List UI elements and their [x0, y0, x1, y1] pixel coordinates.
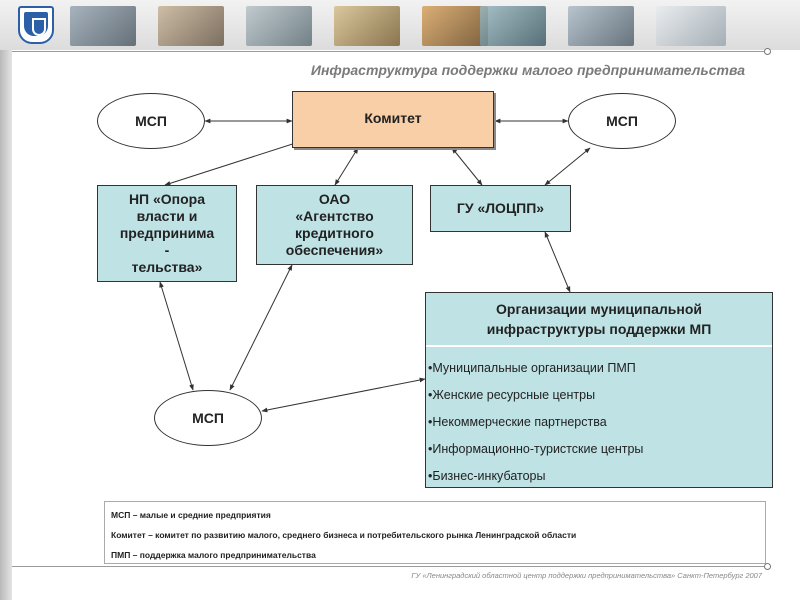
banner-photo-documents — [246, 6, 312, 46]
arrow-np-msp-bottom — [159, 281, 194, 391]
banner-photo-keyboard — [568, 6, 634, 46]
banner-photo-chart — [656, 6, 726, 46]
footer-caption: ГУ «Ленинградский областной центр поддер… — [411, 571, 762, 580]
msp-node-left: МСП — [97, 93, 205, 149]
msp-node-right: МСП — [568, 93, 676, 149]
legend-box: МСП – малые и средние предприятия Комите… — [104, 501, 766, 564]
footer-divider-dot — [764, 563, 771, 570]
legend-line-pmp: ПМП – поддержка малого предпринимательст… — [111, 550, 316, 560]
header-divider — [12, 51, 764, 52]
page-title: Инфраструктура поддержки малого предприн… — [310, 62, 745, 78]
arrow-committee-np — [164, 139, 306, 186]
arrow-oao-msp-bottom — [229, 264, 293, 391]
header-divider-dot — [764, 48, 771, 55]
left-stripe — [0, 0, 12, 600]
municipal-list-item: •Некоммерческие партнерства — [428, 415, 607, 429]
municipal-infrastructure-node: Организации муниципальной инфраструктуры… — [425, 292, 773, 488]
municipal-list: •Муниципальные организации ПМП •Женские … — [426, 347, 772, 490]
arrow-msp-right-gu — [544, 147, 591, 186]
municipal-list-item: •Женские ресурсные центры — [428, 388, 596, 402]
arrow-gu-municipal — [544, 231, 571, 293]
committee-node: Комитет — [292, 91, 494, 148]
header-banner — [0, 0, 800, 50]
banner-photo-globe — [422, 6, 488, 46]
banner-photo-handshake — [158, 6, 224, 46]
legend-line-committee: Комитет – комитет по развитию малого, ср… — [111, 530, 577, 540]
banner-photo-umbrella — [70, 6, 136, 46]
municipal-list-item: •Информационно-туристские центры — [428, 442, 644, 456]
arrow-committee-oao — [334, 147, 359, 186]
municipal-header: Организации муниципальной инфраструктуры… — [426, 293, 772, 347]
banner-photo-coins — [334, 6, 400, 46]
coat-of-arms-icon — [18, 6, 54, 44]
municipal-list-item: •Бизнес-инкубаторы — [428, 469, 546, 483]
municipal-list-item: •Муниципальные организации ПМП — [428, 361, 636, 375]
np-opora-node: НП «Опора власти и предпринима - тельств… — [97, 185, 237, 282]
msp-node-bottom: МСП — [154, 390, 262, 446]
arrow-msp-bottom-municipal — [261, 377, 426, 413]
oao-agency-node: ОАО «Агентство кредитного обеспечения» — [256, 185, 413, 265]
footer-divider — [12, 566, 764, 567]
gu-loctpp-node: ГУ «ЛОЦПП» — [430, 185, 571, 232]
banner-photo-circuit — [480, 6, 546, 46]
legend-line-msp: МСП – малые и средние предприятия — [111, 510, 271, 520]
arrow-committee-gu — [451, 147, 483, 186]
